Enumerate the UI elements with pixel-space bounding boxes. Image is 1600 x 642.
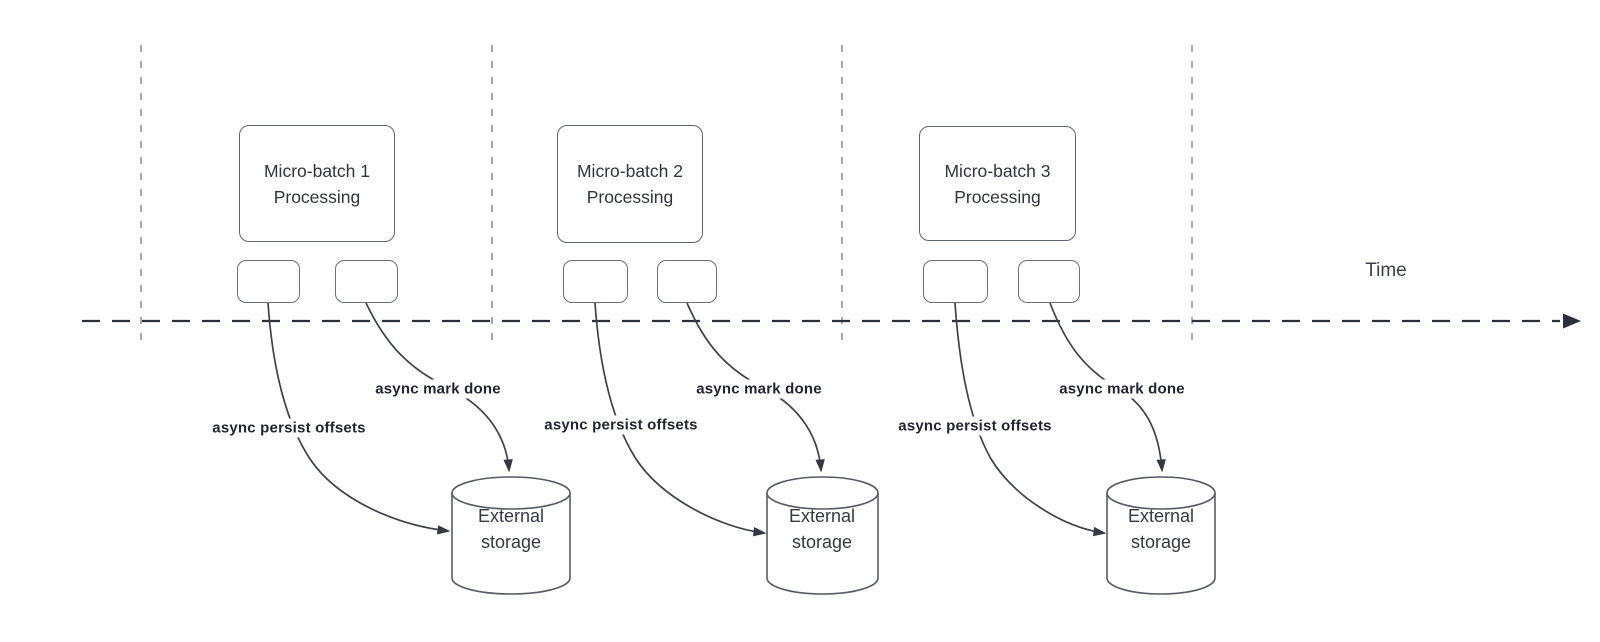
- mark-done-task-box-2: [657, 260, 717, 303]
- storage-cylinder-3: [1106, 476, 1216, 595]
- persist-offsets-task-box-1: [237, 260, 300, 303]
- micro-batch-1-processing-box: Micro-batch 1 Processing: [239, 125, 395, 242]
- persist-offsets-task-box-3: [923, 260, 988, 303]
- micro-batch-2-processing-box: Micro-batch 2 Processing: [557, 125, 703, 243]
- mark-done-label-1: async mark done: [372, 379, 504, 399]
- external-storage-label-1: External storage: [477, 506, 545, 552]
- storage-cylinder-2: [766, 476, 879, 595]
- persist-offsets-label-1: async persist offsets: [209, 418, 369, 438]
- time-axis-label: Time: [1365, 260, 1407, 281]
- persist-offsets-label-3: async persist offsets: [895, 416, 1055, 436]
- mark-done-task-box-1: [335, 260, 398, 303]
- mark-done-task-box-3: [1018, 260, 1080, 303]
- mark-done-label-2: async mark done: [693, 379, 825, 399]
- external-storage-label-3: External storage: [1127, 506, 1195, 552]
- time-axis-arrowhead-icon: [1563, 313, 1581, 329]
- external-storage-label-2: External storage: [788, 506, 856, 552]
- micro-batch-3-title: Micro-batch 3 Processing: [944, 160, 1051, 207]
- mark-done-label-3: async mark done: [1056, 379, 1188, 399]
- persist-offsets-label-2: async persist offsets: [541, 415, 701, 435]
- persist-offsets-arrow-1: [267, 302, 448, 531]
- micro-batch-2-title: Micro-batch 2 Processing: [576, 161, 683, 207]
- persist-offsets-task-box-2: [563, 260, 628, 303]
- micro-batch-3-processing-box: Micro-batch 3 Processing: [919, 126, 1076, 241]
- storage-cylinder-1: [451, 476, 571, 595]
- persist-offsets-arrow-3: [954, 302, 1104, 533]
- micro-batch-1-title: Micro-batch 1 Processing: [263, 160, 370, 207]
- persist-offsets-arrow-2: [594, 302, 764, 533]
